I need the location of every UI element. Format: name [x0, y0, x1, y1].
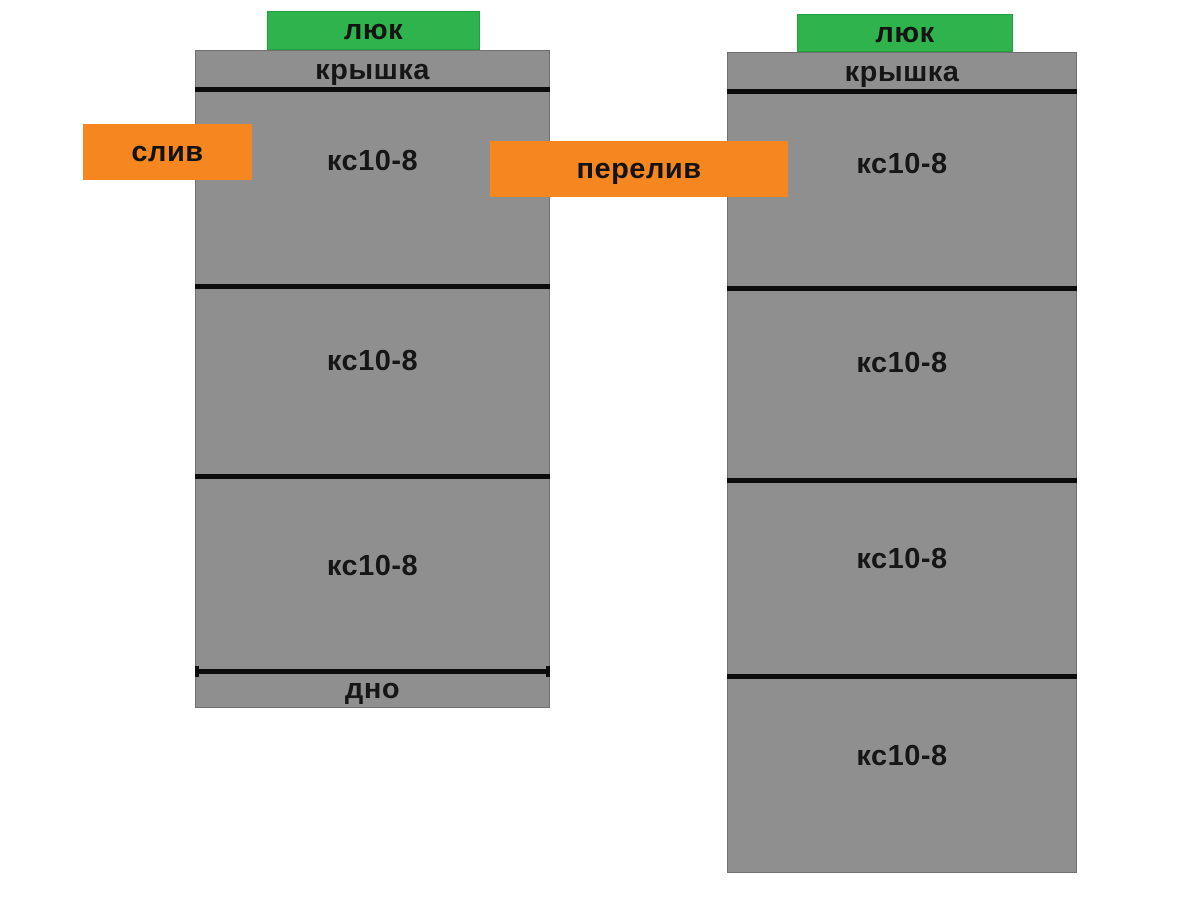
ring-label-right-2: кс10-8 — [856, 347, 948, 379]
ring-joint-line-right-3 — [727, 674, 1077, 679]
ring-joint-line-right-2 — [727, 478, 1077, 483]
ring-label-left-1: кс10-8 — [326, 145, 419, 177]
drain-pipe-label: слив — [83, 124, 252, 180]
overflow-pipe-label: перелив — [490, 141, 788, 197]
cover-joint-line-left — [195, 87, 550, 92]
ring-label-left-2: кс10-8 — [326, 345, 419, 377]
hatch-label-left: люк — [267, 11, 480, 50]
cover-joint-line-right — [727, 89, 1077, 94]
ring-joint-line-right-1 — [727, 286, 1077, 291]
bottom-joint-line-left — [195, 666, 550, 677]
bottom-label-left: дно — [344, 673, 401, 705]
ring-label-right-1: кс10-8 — [856, 148, 948, 180]
ring-joint-line-left-2 — [195, 474, 550, 479]
ring-label-right-4: кс10-8 — [856, 740, 948, 772]
hatch-label-right: люк — [797, 14, 1013, 52]
cover-label-left: крышка — [315, 54, 430, 86]
ring-label-right-3: кс10-8 — [856, 543, 948, 575]
cover-label-right: крышка — [844, 56, 960, 88]
ring-label-left-3: кс10-8 — [326, 550, 419, 582]
ring-joint-line-left-1 — [195, 284, 550, 289]
